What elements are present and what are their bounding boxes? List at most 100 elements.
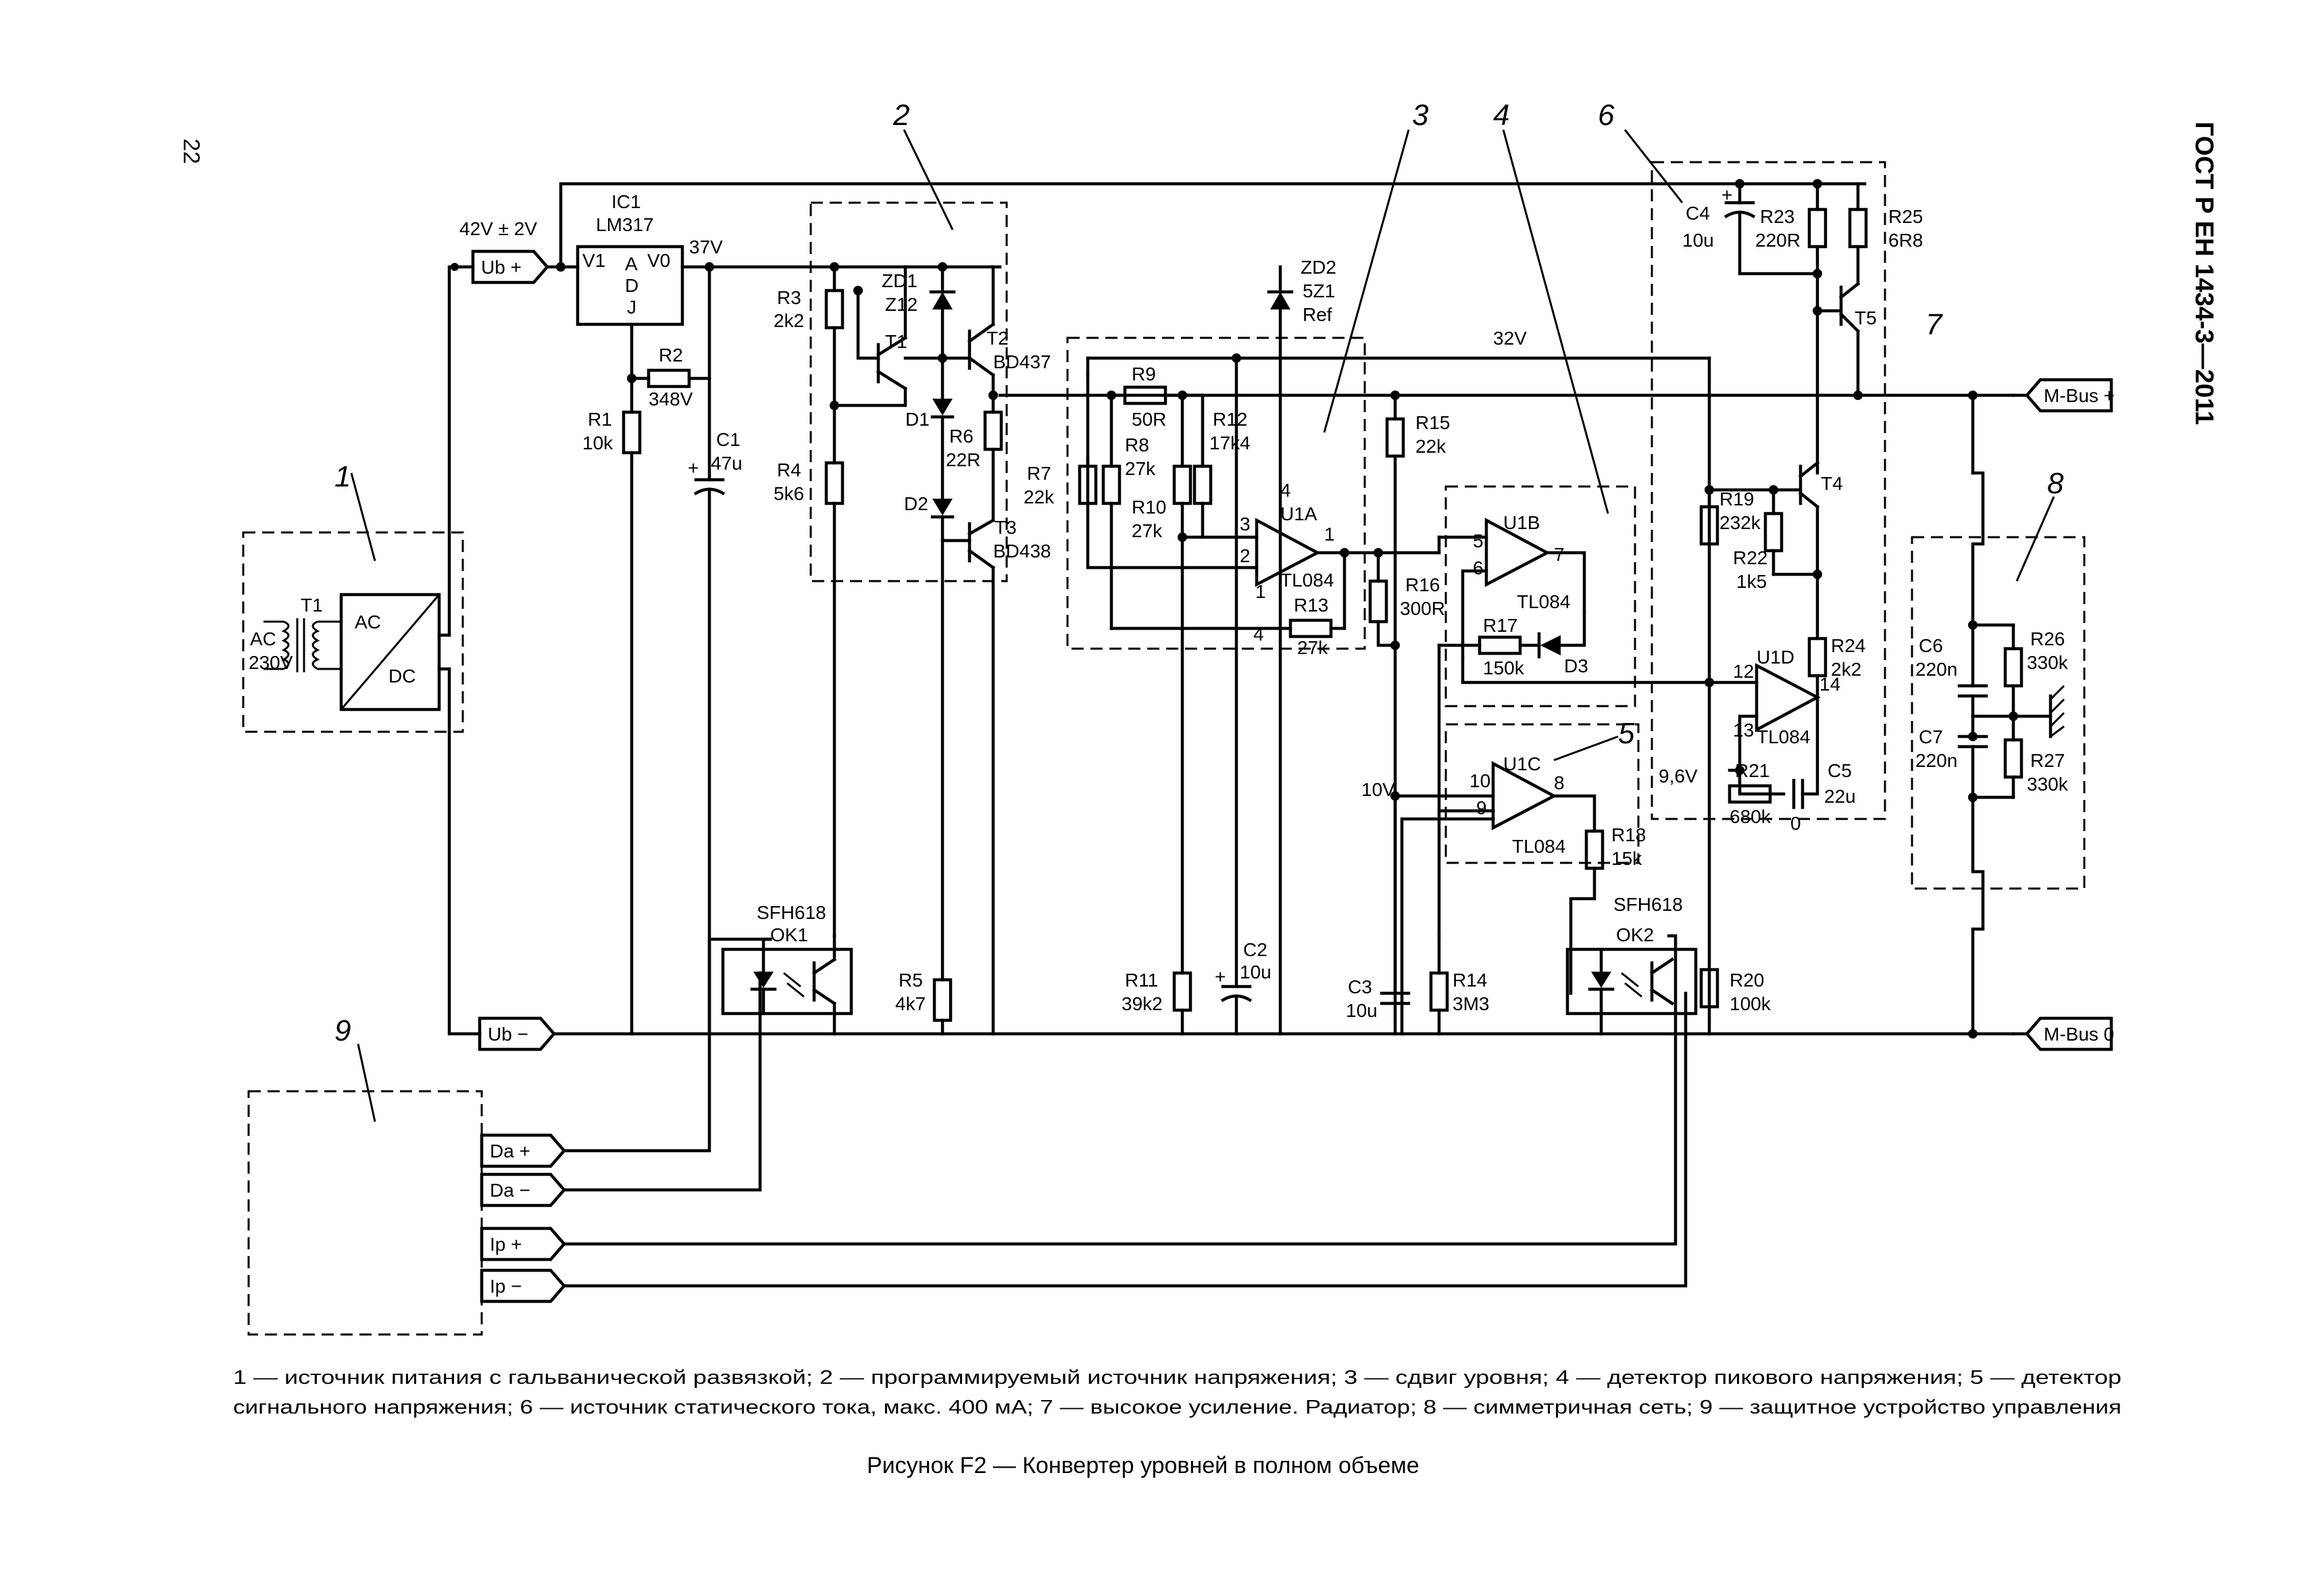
u1a-pin-4: 4 — [1280, 480, 1291, 501]
r25-ref: R25 — [1888, 206, 1923, 227]
c6-value: 220n — [1915, 659, 1957, 680]
port-ip-minus: Ip − — [480, 1268, 566, 1303]
page-number: 22 — [178, 139, 204, 164]
zd1-ref: ZD1 — [882, 270, 917, 291]
c4-value: 10u — [1682, 230, 1714, 251]
legend-line-1: 1 — источник питания с гальванической ра… — [233, 1367, 2121, 1389]
tr3-part: BD438 — [993, 541, 1051, 562]
block-6-current-source: C4 10u + R23 220R R25 6R8 T5 T4 — [1682, 179, 1923, 1014]
u1b-part: TL084 — [1517, 591, 1570, 612]
c7-ref: C7 — [1919, 726, 1943, 747]
r19-value: 232k — [1719, 512, 1761, 533]
r13-ref: R13 — [1294, 595, 1328, 616]
ok1-ref: OK1 — [770, 924, 808, 945]
tr5-ref: T5 — [1855, 307, 1877, 328]
c2-value: 10u — [1240, 962, 1272, 982]
r22-value: 1k5 — [1736, 571, 1767, 592]
ok2-optocoupler: SFH618 OK2 — [1565, 894, 1698, 1036]
c1-ref: C1 — [716, 429, 740, 450]
block-5-frame — [1444, 723, 1640, 864]
r11-value: 39k2 — [1122, 993, 1163, 1014]
r26-ref: R26 — [2030, 628, 2065, 649]
r2-ref: R2 — [659, 345, 683, 366]
u1b-pin-7: 7 — [1554, 544, 1565, 565]
r21-ref: R21 — [1735, 760, 1769, 781]
ic1-ref: IC1 — [611, 191, 641, 212]
r12-ref: R12 — [1213, 409, 1247, 430]
port-mbus-plus-label: M-Bus + — [2044, 385, 2115, 406]
r6-ref: R6 — [949, 426, 974, 447]
t1-voltage: 230V — [249, 652, 293, 673]
u1d-ref: U1D — [1757, 647, 1794, 668]
u1a-pin-4b: 4 — [1253, 624, 1264, 645]
c5-ref: C5 — [1828, 760, 1852, 781]
r10-value: 27k — [1132, 520, 1163, 541]
port-mbus-0-label: M-Bus 0 — [2044, 1024, 2114, 1045]
r15-value: 22k — [1415, 436, 1447, 457]
r24-ref: R24 — [1831, 635, 1865, 656]
tr3-ref: T3 — [995, 517, 1017, 538]
port-ub-plus: Ub + — [471, 249, 549, 284]
figure-caption: Рисунок F2 — Конвертер уровней в полном … — [867, 1453, 1419, 1478]
block-9-frame — [247, 1090, 483, 1336]
block-4-peak-detector: R15 22k R16 300R U1B TL084 5 6 7 D3 R17 … — [1368, 391, 1759, 1036]
net-label-32v: 32V — [1493, 328, 1527, 349]
block-number-2: 2 — [892, 99, 909, 132]
r18-value: 15k — [1611, 848, 1642, 869]
ic1-regulator: IC1 LM317 V1 V0 A D J R2 348V R1 10k C1 … — [576, 191, 743, 1036]
r3-ref: R3 — [777, 287, 801, 308]
d1-ref: D1 — [905, 409, 930, 430]
block-number-3: 3 — [1412, 99, 1429, 132]
u1b-ref: U1B — [1503, 512, 1540, 533]
r9-value: 50R — [1132, 409, 1166, 430]
r2-value: 348V — [649, 389, 693, 409]
net-label-10v: 10V — [1361, 779, 1395, 800]
block-number-9: 9 — [334, 1014, 351, 1047]
zd2-note: Ref — [1303, 304, 1332, 325]
u1d-pin-12: 12 — [1733, 661, 1754, 682]
u1a-pin-1: 1 — [1324, 524, 1335, 545]
r13-value: 27k — [1297, 637, 1328, 658]
block-8-symmetric-network: C6 220n C7 220n R26 330k R27 330k — [1915, 391, 2069, 1039]
c7-value: 220n — [1915, 750, 1957, 771]
r14-value: 3M3 — [1453, 993, 1489, 1014]
r5-ref: R5 — [899, 970, 923, 991]
port-ub-minus: Ub − — [478, 1016, 556, 1051]
port-mbus-0: M-Bus 0 — [2025, 1016, 2114, 1051]
zd2-ref: ZD2 — [1301, 257, 1336, 278]
r5-value: 4k7 — [895, 993, 926, 1014]
t1-ref: T1 — [301, 595, 323, 616]
block-8-frame — [1911, 536, 2086, 890]
net-label-9-6v: 9,6V — [1659, 766, 1698, 787]
r25-value: 6R8 — [1888, 230, 1923, 251]
port-da-minus-label: Da − — [490, 1180, 530, 1201]
legend-line-2: сигнального напряжения; 6 — источник ста… — [233, 1397, 2121, 1418]
u1d-pin-13: 13 — [1733, 720, 1754, 741]
block-1-psu: T1 AC 230V AC DC — [249, 593, 451, 712]
c1-value: 47u — [711, 453, 743, 474]
ok2-part: SFH618 — [1613, 894, 1683, 915]
port-mbus-plus: M-Bus + — [2025, 378, 2115, 413]
r23-value: 220R — [1755, 230, 1801, 251]
u1c-ref: U1C — [1503, 753, 1541, 774]
ic1-part: LM317 — [596, 214, 654, 235]
r20-value: 100k — [1730, 993, 1771, 1014]
c3-r14: C3 10u R14 3M3 — [1346, 791, 1489, 1036]
port-da-minus: Da − — [480, 1172, 566, 1207]
zd1-value: Z12 — [885, 294, 917, 315]
ic1-adj-d: D — [625, 275, 638, 296]
r6-value: 22R — [946, 449, 980, 470]
block-number-7: 7 — [1926, 308, 1943, 341]
block-4-frame — [1444, 485, 1636, 707]
r20-ref: R20 — [1730, 970, 1764, 991]
block-number-5: 5 — [1618, 717, 1635, 750]
tr4-ref: T4 — [1821, 473, 1843, 494]
port-ub-plus-label: Ub + — [481, 257, 522, 278]
r10-ref: R10 — [1132, 497, 1166, 518]
net-label-37v: 37V — [689, 236, 723, 257]
block-number-8: 8 — [2047, 467, 2064, 500]
c6-ref: C6 — [1919, 635, 1943, 656]
r8-ref: R8 — [1125, 434, 1149, 455]
u1c-pin-8: 8 — [1554, 772, 1565, 793]
